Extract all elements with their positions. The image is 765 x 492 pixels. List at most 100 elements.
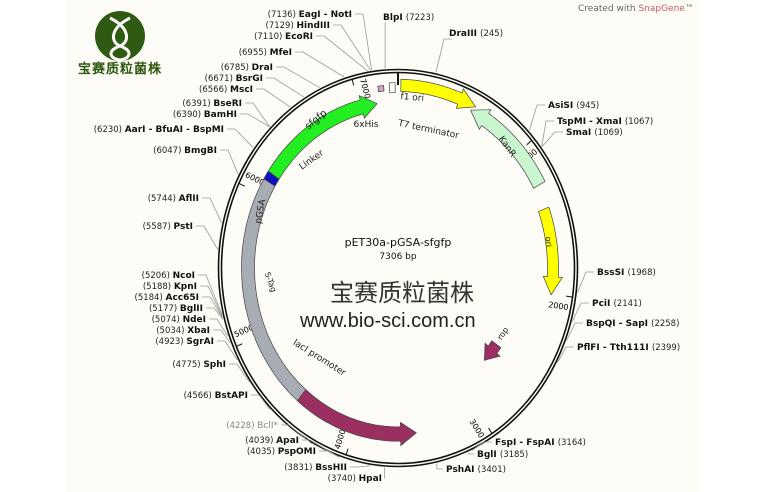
enzyme-site[interactable]: (6390) BamHI xyxy=(173,110,270,128)
enzyme-connector xyxy=(202,296,224,319)
enzyme-site[interactable]: SmaI (1069) xyxy=(541,128,623,147)
enzyme-site[interactable]: (4775) SphI xyxy=(172,360,250,383)
tick-label: 2000 xyxy=(548,300,569,312)
enzyme-site[interactable]: (4566) BstAPI xyxy=(184,391,271,410)
enzyme-position: (4566) xyxy=(184,391,215,401)
svg-text:(7129) HindIII: (7129) HindIII xyxy=(266,21,330,31)
feature-laci[interactable] xyxy=(296,389,417,447)
svg-text:SmaI (1069): SmaI (1069) xyxy=(566,128,623,138)
svg-text:FspI - FspAI (3164): FspI - FspAI (3164) xyxy=(495,438,586,448)
enzyme-site[interactable]: (6955) MfeI xyxy=(239,48,345,78)
enzyme-position: (5587) xyxy=(143,222,174,232)
enzyme-site[interactable]: (6566) MscI xyxy=(199,85,291,108)
feature-kanr[interactable] xyxy=(470,109,546,189)
enzyme-position: (4039) xyxy=(245,436,276,446)
enzyme-name: BmgBI xyxy=(184,146,217,156)
feature-label: ori xyxy=(544,236,554,247)
enzyme-site[interactable]: BspQI - SapI (2258) xyxy=(566,319,680,341)
svg-text:(5034) XbaI: (5034) XbaI xyxy=(156,326,210,336)
enzyme-connector xyxy=(350,465,371,468)
enzyme-site[interactable]: (6671) BsrGI xyxy=(205,74,305,98)
enzyme-site[interactable]: (4035) PspOMI xyxy=(247,447,340,458)
enzyme-name: ApaI xyxy=(276,436,299,446)
enzyme-site[interactable]: (3740) HpaI xyxy=(328,467,385,484)
enzyme-position: (4228) xyxy=(226,421,257,431)
enzyme-connector xyxy=(202,197,223,224)
enzyme-site[interactable]: (7110) EcoRI xyxy=(254,32,368,72)
enzyme-site[interactable]: (5206) NcoI xyxy=(142,271,223,315)
enzyme-position: (3831) xyxy=(284,463,315,473)
enzyme-site[interactable]: (4923) SgrAI xyxy=(155,337,238,361)
enzyme-name: DraIII xyxy=(449,29,480,39)
enzyme-site[interactable]: (5744) AflII xyxy=(148,194,223,224)
enzyme-site[interactable]: (6391) BseRI xyxy=(182,99,271,128)
enzyme-name: HindIII xyxy=(296,21,330,31)
enzyme-site[interactable]: (7129) HindIII xyxy=(266,21,371,71)
enzyme-site[interactable]: PciI (2141) xyxy=(572,299,642,322)
enzyme-site[interactable]: (5177) BglII xyxy=(149,304,224,320)
enzyme-site[interactable]: AsiSI (945) xyxy=(529,101,599,131)
enzyme-site[interactable]: (5587) PstI xyxy=(143,222,219,250)
enzyme-site[interactable]: BssSI (1968) xyxy=(577,268,656,293)
tick-mark xyxy=(488,427,493,434)
enzyme-site[interactable]: (6785) DraI xyxy=(221,63,320,89)
enzyme-name: BssHII xyxy=(315,463,347,473)
feature-f1-ori[interactable] xyxy=(400,78,477,109)
feature-rop[interactable] xyxy=(483,340,502,361)
enzyme-position: (1968) xyxy=(628,268,656,278)
enzyme-site[interactable]: FspI - FspAI (3164) xyxy=(471,438,586,451)
enzyme-position: (3401) xyxy=(478,465,506,475)
feature-pgsa[interactable] xyxy=(241,178,332,422)
watermark-url: www.bio-sci.com.cn xyxy=(300,310,476,332)
enzyme-site[interactable]: PshAI (3401) xyxy=(436,463,506,475)
enzyme-position: (6391) xyxy=(182,99,213,109)
enzyme-position: (5177) xyxy=(149,304,180,314)
tick-mark xyxy=(351,79,355,86)
enzyme-connector xyxy=(227,128,254,148)
enzyme-site[interactable]: (3831) BssHII xyxy=(284,463,371,473)
svg-text:(4039) ApaI: (4039) ApaI xyxy=(245,436,299,446)
feature-t7-terminator[interactable] xyxy=(388,82,396,94)
enzyme-site[interactable]: (5188) KpnI xyxy=(143,282,224,318)
enzyme-connector xyxy=(213,329,231,344)
feature-label: T7 terminator xyxy=(396,119,460,142)
feature-ori[interactable] xyxy=(538,206,563,296)
enzyme-site[interactable]: BglI (3185) xyxy=(468,450,528,460)
enzyme-site[interactable]: (6047) BmgBI xyxy=(153,146,239,175)
enzyme-site[interactable]: (5034) XbaI xyxy=(156,326,231,344)
enzyme-site[interactable]: (4039) ApaI xyxy=(245,436,340,458)
enzyme-position: (5034) xyxy=(156,326,187,336)
enzyme-connector xyxy=(256,88,291,108)
feature-sfgfp[interactable] xyxy=(266,95,378,183)
feature-linker[interactable] xyxy=(263,170,280,187)
enzyme-site[interactable]: (6230) AarI - BfuAI - BspMI xyxy=(94,125,254,148)
svg-text:(3740) HpaI: (3740) HpaI xyxy=(328,474,382,484)
enzyme-position: (6230) xyxy=(94,125,125,135)
enzyme-name: NcoI xyxy=(173,271,195,281)
enzyme-site[interactable]: (7136) EagI - NotI xyxy=(268,10,372,71)
enzyme-site[interactable]: (5184) Acc65I xyxy=(135,293,224,319)
enzyme-position: (2258) xyxy=(651,319,679,329)
enzyme-site[interactable]: (5074) NdeI xyxy=(152,315,229,337)
enzyme-position: (3185) xyxy=(500,450,528,460)
enzyme-name: BglII xyxy=(180,304,203,314)
enzyme-name: XbaI xyxy=(187,326,210,336)
enzyme-site[interactable]: (4228) BclI* xyxy=(226,421,313,445)
svg-text:(4035) PspOMI: (4035) PspOMI xyxy=(247,447,316,457)
svg-text:(5074) NdeI: (5074) NdeI xyxy=(152,315,206,325)
enzyme-position: (6566) xyxy=(199,85,230,95)
svg-text:(5177) BglII: (5177) BglII xyxy=(149,304,203,314)
enzyme-name: PciI xyxy=(592,299,614,309)
enzyme-site[interactable]: PflFI - Tth111I (2399) xyxy=(557,343,681,363)
enzyme-name: BamHI xyxy=(204,110,237,120)
enzyme-connector xyxy=(529,104,545,131)
feature-label: lacI promoter xyxy=(291,338,348,379)
enzyme-site[interactable]: BlpI (7223) xyxy=(383,13,434,69)
enzyme-connector xyxy=(541,131,563,147)
feature-6xhis[interactable] xyxy=(377,85,385,93)
enzyme-name: AflII xyxy=(179,194,199,204)
enzyme-site[interactable]: DraIII (245) xyxy=(435,29,503,73)
enzyme-name: MfeI xyxy=(270,48,292,58)
enzyme-site[interactable]: TspMI - XmaI (1067) xyxy=(541,117,653,147)
